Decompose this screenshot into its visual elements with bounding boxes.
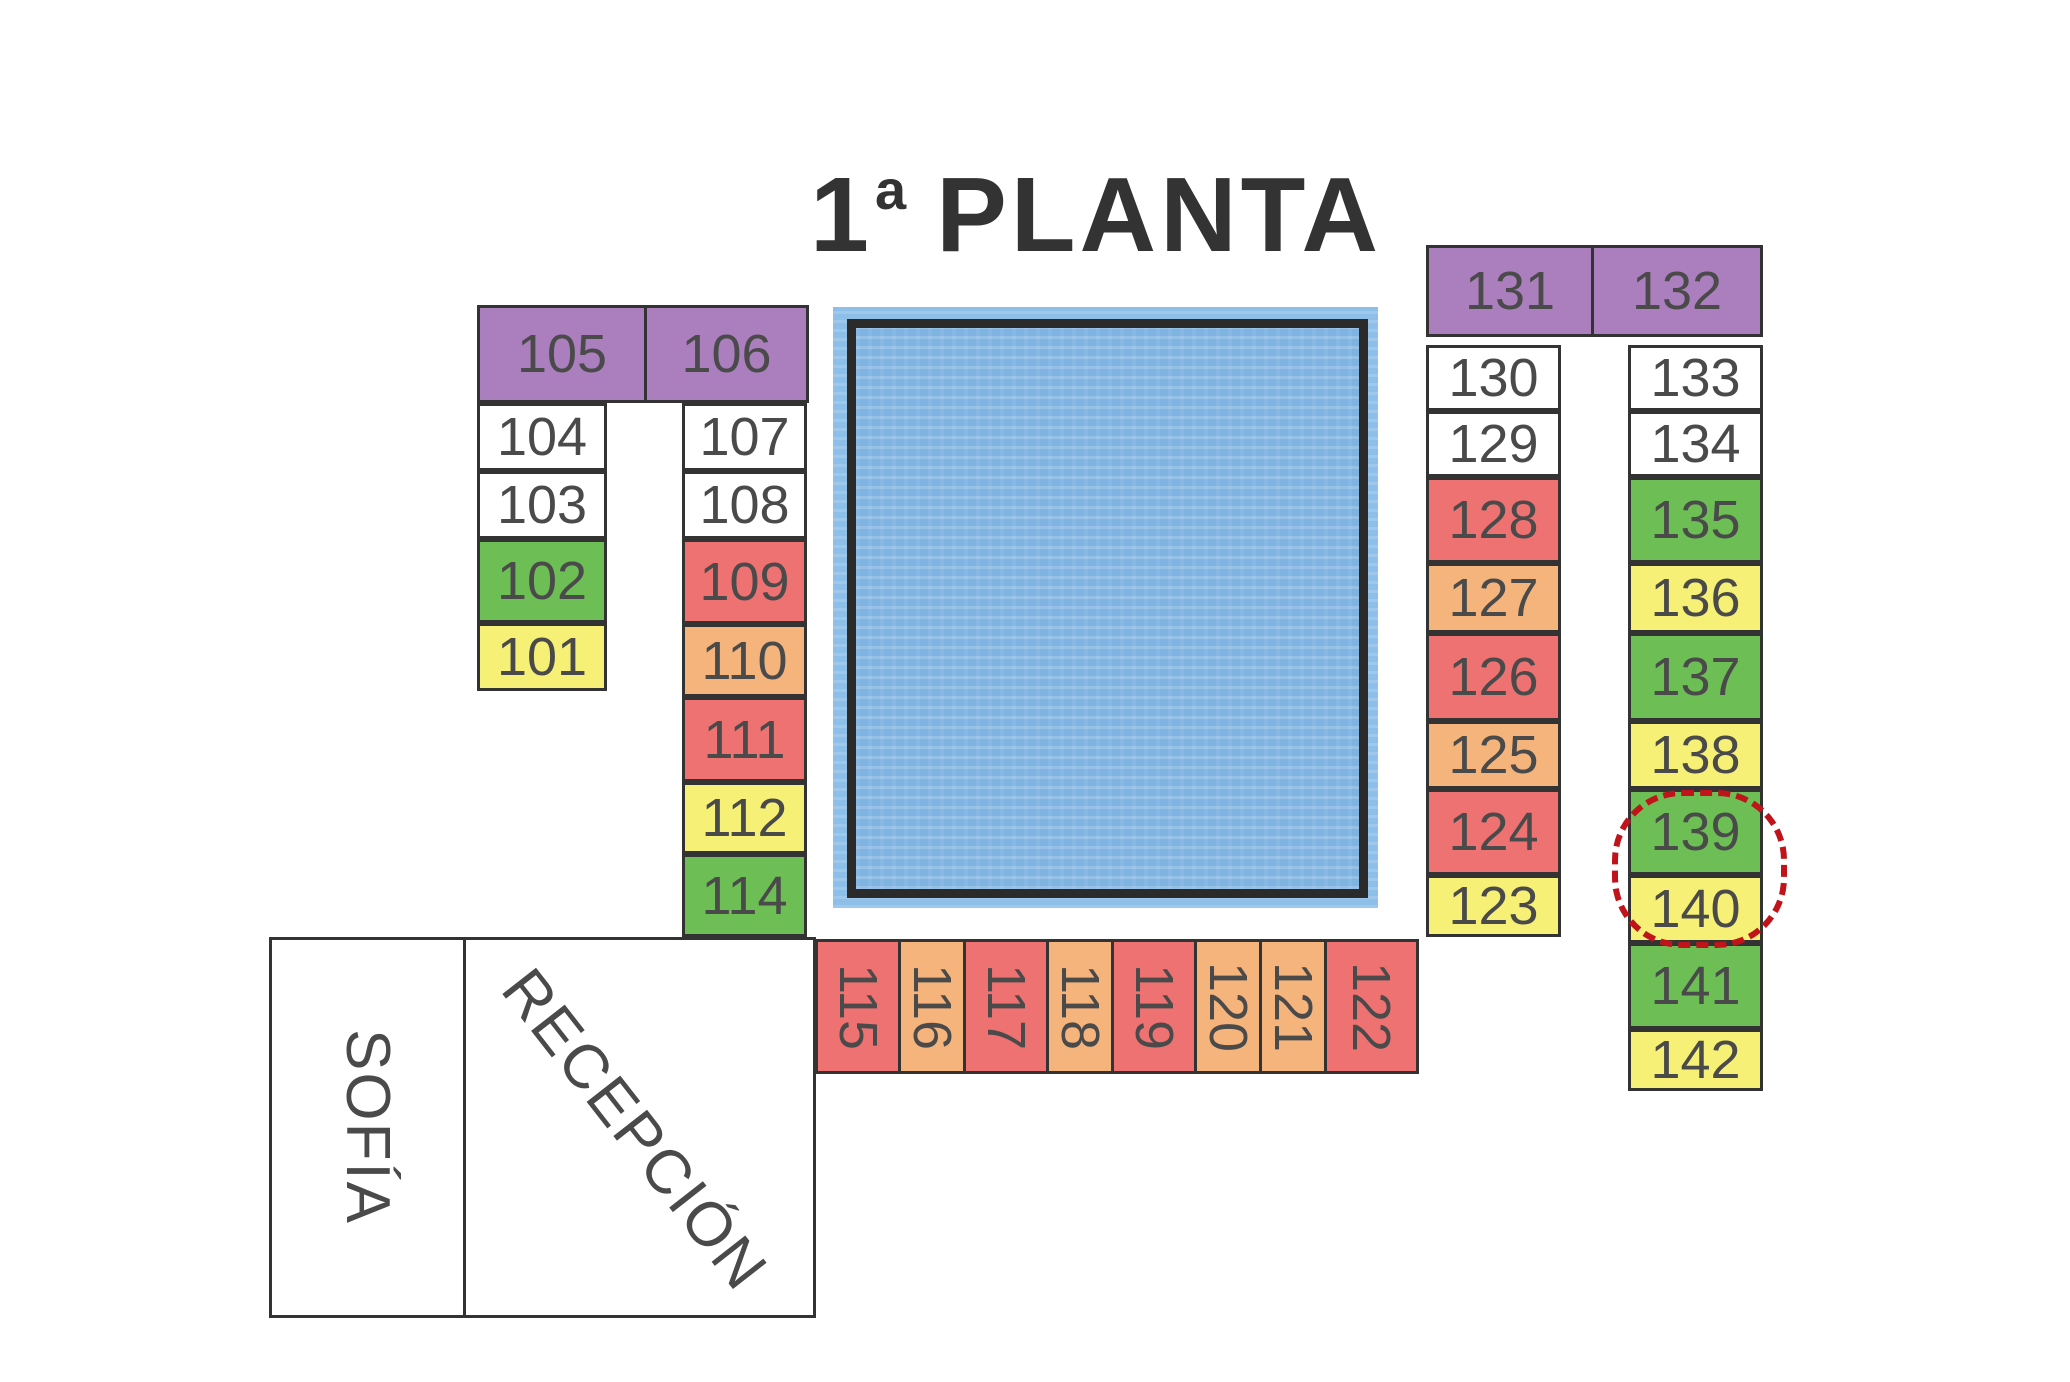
room-118: 118	[1046, 939, 1114, 1074]
room-number: 117	[976, 963, 1036, 1050]
room-132: 132	[1591, 245, 1763, 337]
room-number: 123	[1448, 876, 1539, 936]
room-109: 109	[682, 539, 807, 624]
room-116: 116	[898, 939, 966, 1074]
room-number: 105	[516, 324, 608, 384]
room-number: 112	[701, 788, 788, 848]
room-121: 121	[1259, 939, 1327, 1074]
room-number: 136	[1650, 568, 1741, 628]
room-127: 127	[1426, 563, 1561, 633]
room-142: 142	[1628, 1029, 1763, 1091]
sofia-room	[269, 937, 466, 1318]
room-141: 141	[1628, 943, 1763, 1029]
room-134: 134	[1628, 411, 1763, 477]
room-number: 101	[496, 627, 588, 687]
room-number: 133	[1650, 348, 1741, 408]
room-107: 107	[682, 403, 807, 471]
room-135: 135	[1628, 477, 1763, 563]
room-129: 129	[1426, 411, 1561, 477]
room-number: 109	[699, 551, 790, 612]
room-120: 120	[1194, 939, 1262, 1074]
room-number: 104	[496, 407, 588, 467]
room-number: 121	[1263, 961, 1324, 1052]
room-number: 128	[1448, 490, 1539, 550]
floor-ordinal: a	[874, 158, 911, 221]
room-number: 118	[1050, 963, 1110, 1050]
room-105: 105	[477, 305, 647, 403]
room-number: 126	[1448, 647, 1539, 707]
room-number: 131	[1464, 261, 1556, 321]
room-number: 129	[1448, 414, 1539, 474]
room-number: 102	[496, 551, 588, 611]
room-number: 130	[1448, 348, 1539, 408]
room-number: 125	[1448, 725, 1539, 785]
room-103: 103	[477, 471, 607, 539]
room-number: 142	[1650, 1030, 1741, 1090]
room-number: 111	[703, 709, 786, 770]
room-101: 101	[477, 623, 607, 691]
room-112: 112	[682, 782, 807, 854]
pool	[847, 319, 1368, 898]
room-number: 116	[902, 963, 962, 1050]
recepcion-room	[463, 937, 816, 1318]
room-number: 124	[1448, 802, 1539, 862]
room-number: 122	[1341, 961, 1402, 1052]
room-number: 106	[681, 324, 772, 384]
room-111: 111	[682, 697, 807, 782]
highlight-marker	[1612, 790, 1787, 948]
room-number: 108	[699, 475, 790, 535]
room-number: 134	[1650, 414, 1741, 474]
room-126: 126	[1426, 633, 1561, 721]
room-119: 119	[1111, 939, 1197, 1074]
room-114: 114	[682, 854, 807, 937]
room-number: 135	[1650, 490, 1741, 550]
room-133: 133	[1628, 345, 1763, 411]
room-136: 136	[1628, 563, 1763, 633]
room-122: 122	[1324, 939, 1419, 1074]
room-131: 131	[1426, 245, 1594, 337]
room-number: 137	[1650, 647, 1741, 707]
room-117: 117	[963, 939, 1049, 1074]
room-128: 128	[1426, 477, 1561, 563]
floor-word: PLANTA	[936, 156, 1383, 274]
room-123: 123	[1426, 875, 1561, 937]
room-102: 102	[477, 539, 607, 623]
room-number: 107	[699, 407, 790, 467]
room-137: 137	[1628, 633, 1763, 721]
room-106: 106	[644, 305, 809, 403]
room-130: 130	[1426, 345, 1561, 411]
room-108: 108	[682, 471, 807, 539]
room-115: 115	[815, 939, 901, 1074]
room-125: 125	[1426, 721, 1561, 789]
room-124: 124	[1426, 789, 1561, 875]
room-number: 110	[701, 630, 788, 691]
room-138: 138	[1628, 721, 1763, 789]
room-number: 138	[1650, 725, 1741, 785]
room-110: 110	[682, 624, 807, 697]
floor-number: 1	[810, 156, 873, 274]
room-number: 115	[828, 963, 888, 1050]
room-number: 127	[1448, 568, 1539, 628]
room-number: 120	[1198, 961, 1259, 1052]
room-number: 132	[1631, 261, 1723, 321]
sofia-label: SOFÍA	[333, 1028, 402, 1226]
room-number: 114	[701, 865, 788, 926]
room-104: 104	[477, 403, 607, 471]
room-number: 103	[496, 475, 588, 535]
room-number: 119	[1124, 963, 1184, 1050]
room-number: 141	[1650, 956, 1741, 1016]
